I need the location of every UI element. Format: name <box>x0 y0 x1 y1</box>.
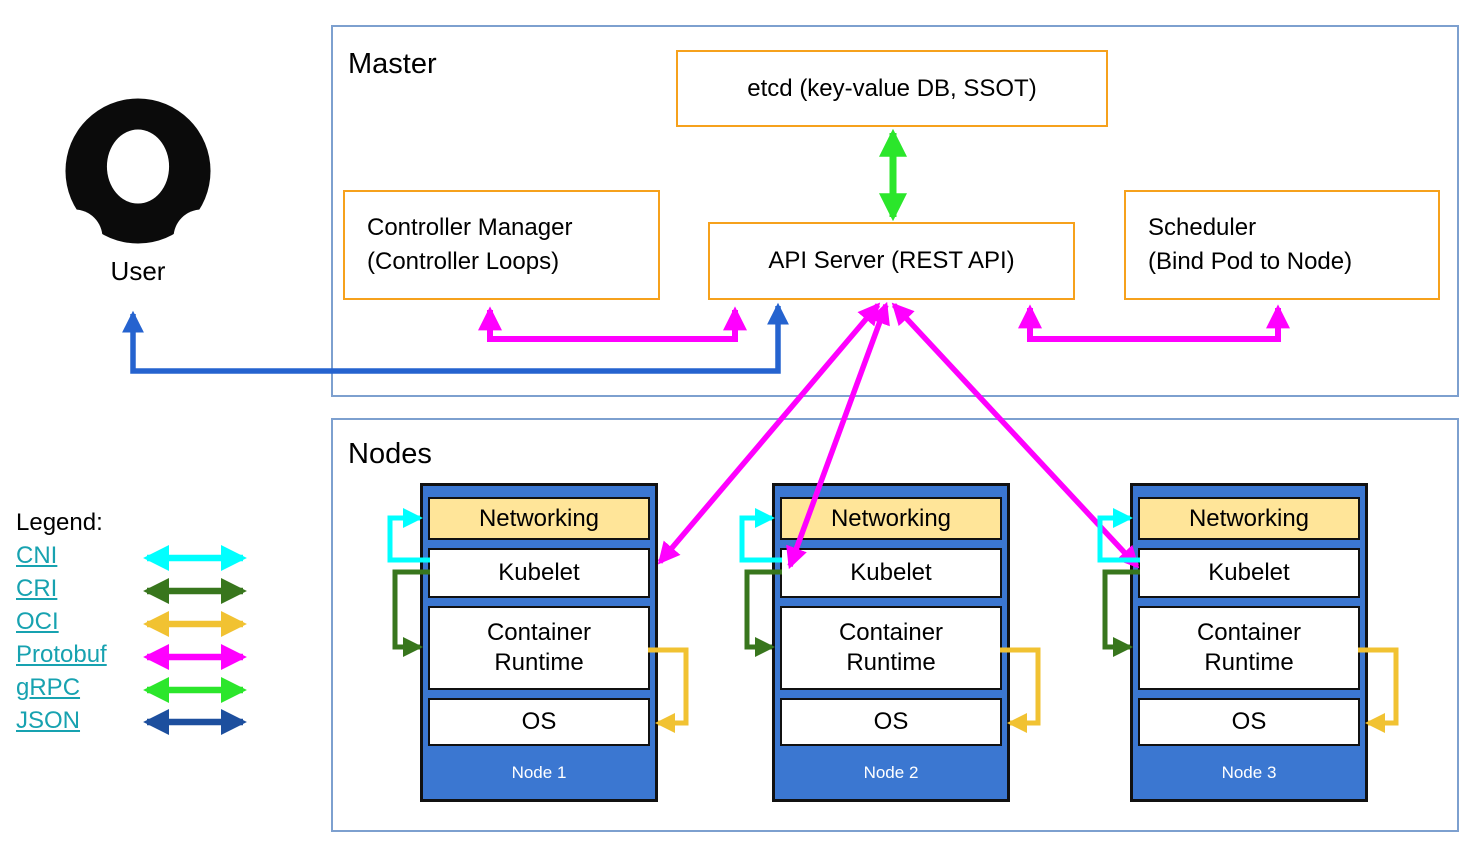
node-2-kubelet-layer: Kubelet <box>780 548 1002 598</box>
node-1-box: Networking Kubelet Container Runtime OS … <box>420 483 658 802</box>
scheduler-label-line2: (Bind Pod to Node) <box>1148 248 1353 275</box>
kubelet-label: Kubelet <box>1208 559 1290 586</box>
os-label: OS <box>521 708 557 735</box>
os-label: OS <box>1231 708 1267 735</box>
node-1-container-runtime-layer: Container Runtime <box>428 606 650 690</box>
legend-link-oci[interactable]: OCI <box>16 608 59 635</box>
controller-manager-label-line1: Controller Manager <box>367 214 573 241</box>
scheduler-box: Scheduler (Bind Pod to Node) <box>1124 190 1440 300</box>
node-3-container-runtime-layer: Container Runtime <box>1138 606 1360 690</box>
node-3-networking-layer: Networking <box>1138 497 1360 540</box>
legend-link-protobuf[interactable]: Protobuf <box>16 641 107 668</box>
node-2-label: Node 2 <box>863 763 919 782</box>
node-1-networking-layer: Networking <box>428 497 650 540</box>
node-3-label: Node 3 <box>1221 763 1277 782</box>
user-label: User <box>110 256 166 286</box>
container-runtime-label: Container Runtime <box>486 619 592 676</box>
api-server-box: API Server (REST API) <box>708 222 1075 300</box>
user-icon <box>46 98 230 266</box>
node-1-label: Node 1 <box>511 763 567 782</box>
etcd-label: etcd (key-value DB, SSOT) <box>747 74 1037 102</box>
node-1-kubelet-layer: Kubelet <box>428 548 650 598</box>
api-server-label: API Server (REST API) <box>768 247 1015 274</box>
node-2-box: Networking Kubelet Container Runtime OS … <box>772 483 1010 802</box>
legend-link-cri[interactable]: CRI <box>16 575 58 602</box>
node-2-container-runtime-layer: Container Runtime <box>780 606 1002 690</box>
kubelet-label: Kubelet <box>850 559 932 586</box>
scheduler-label-line1: Scheduler <box>1148 214 1257 241</box>
legend: Legend: CNI CRI OCI Protobuf gRPC JSON <box>16 506 107 737</box>
node-3-os-layer: OS <box>1138 698 1360 746</box>
controller-manager-box: Controller Manager (Controller Loops) <box>343 190 660 300</box>
os-label: OS <box>873 708 909 735</box>
networking-label: Networking <box>478 504 600 532</box>
kubelet-label: Kubelet <box>498 559 580 586</box>
node-3-box: Networking Kubelet Container Runtime OS … <box>1130 483 1368 802</box>
legend-link-grpc[interactable]: gRPC <box>16 674 81 701</box>
node-2-networking-layer: Networking <box>780 497 1002 540</box>
container-runtime-label: Container Runtime <box>1196 619 1302 676</box>
user-figure: User <box>46 96 230 286</box>
controller-manager-label-line2: (Controller Loops) <box>367 248 560 275</box>
container-runtime-label: Container Runtime <box>838 619 944 676</box>
node-1-os-layer: OS <box>428 698 650 746</box>
legend-link-cni[interactable]: CNI <box>16 542 58 569</box>
legend-link-json[interactable]: JSON <box>16 707 81 734</box>
master-section-title: Master <box>348 48 437 80</box>
legend-title: Legend: <box>16 509 103 536</box>
etcd-box: etcd (key-value DB, SSOT) <box>676 50 1108 127</box>
networking-label: Networking <box>830 504 952 532</box>
node-3-kubelet-layer: Kubelet <box>1138 548 1360 598</box>
nodes-section-title: Nodes <box>348 438 432 470</box>
networking-label: Networking <box>1188 504 1310 532</box>
node-2-os-layer: OS <box>780 698 1002 746</box>
